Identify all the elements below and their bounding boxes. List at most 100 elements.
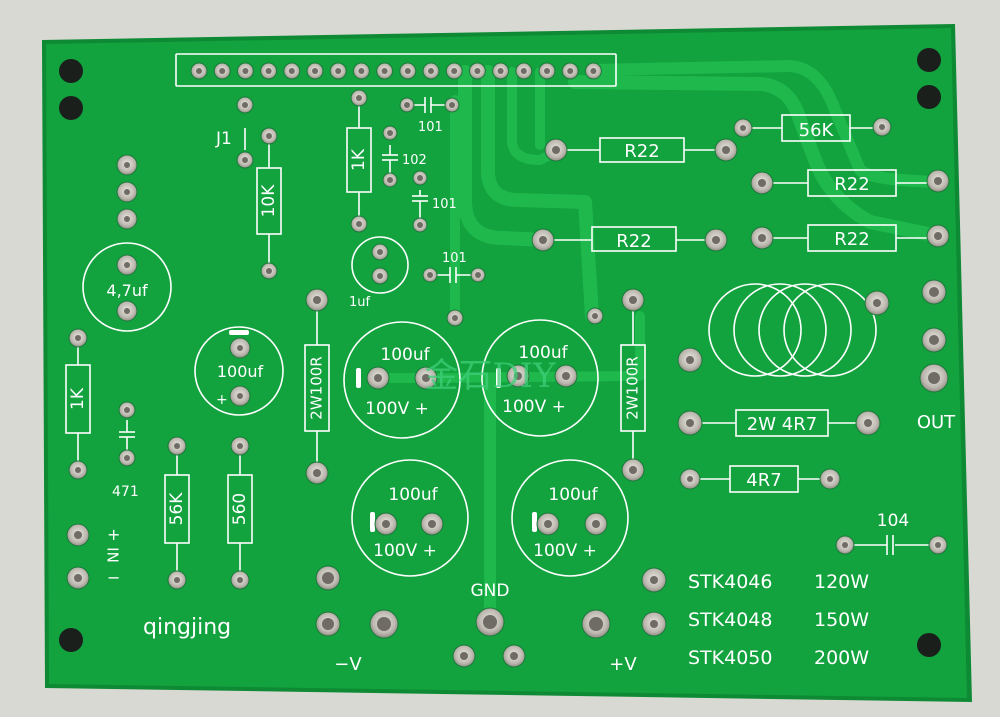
mount-hole xyxy=(917,48,941,72)
solder-pad xyxy=(581,609,611,639)
solder-pad xyxy=(452,644,476,668)
solder-pad xyxy=(584,62,602,80)
solder-pad xyxy=(229,337,251,359)
circuit-board xyxy=(42,24,972,702)
solder-pad xyxy=(928,535,948,555)
solder-pad xyxy=(586,307,604,325)
solder-pad xyxy=(538,62,556,80)
solder-pad xyxy=(621,288,645,312)
solder-pad xyxy=(422,62,440,80)
solder-pad xyxy=(236,151,254,169)
solder-pad xyxy=(66,523,90,547)
label-cap4-voltage: 100V + xyxy=(533,541,597,561)
silkscreen-labels: J1 10K 1K 102 101 101 101 1uf R22 R22 56… xyxy=(68,120,956,675)
label-pos-v: +V xyxy=(609,654,637,675)
mount-hole xyxy=(59,59,83,83)
solder-pad xyxy=(412,170,428,186)
solder-pad xyxy=(236,62,254,80)
model-power: 120W xyxy=(814,571,869,593)
label-r22-b: R22 xyxy=(616,231,651,252)
solder-pad xyxy=(445,62,463,80)
solder-pad xyxy=(229,385,251,407)
solder-pad xyxy=(835,535,855,555)
label-j1: J1 xyxy=(215,129,232,149)
solder-pad xyxy=(926,169,950,193)
model-name: STK4048 xyxy=(688,609,772,631)
polarity-stripes xyxy=(229,330,537,532)
label-4r7: 4R7 xyxy=(746,470,781,491)
solder-pad xyxy=(714,138,738,162)
solder-pad xyxy=(350,215,368,233)
label-cap2-voltage: 100V + xyxy=(502,397,566,417)
solder-pad xyxy=(116,181,138,203)
solder-pad xyxy=(412,217,428,233)
solder-pad xyxy=(116,154,138,176)
solder-pad xyxy=(230,570,250,590)
solder-pad xyxy=(116,300,138,322)
solder-pad xyxy=(352,62,370,80)
brand-label: qingjing xyxy=(143,615,231,640)
solder-pad xyxy=(118,449,136,467)
solder-pad xyxy=(733,118,753,138)
label-plus-small: + xyxy=(216,392,228,408)
label-56k-top: 56K xyxy=(799,120,835,141)
solder-pad xyxy=(374,512,398,536)
solder-pad xyxy=(544,138,568,162)
solder-pad xyxy=(190,62,208,80)
solder-pad xyxy=(167,436,187,456)
label-gnd: GND xyxy=(471,581,510,601)
solder-pad xyxy=(315,611,341,637)
mount-hole xyxy=(917,633,941,657)
solder-pad xyxy=(750,226,774,250)
label-2w100r-left: 2W100R xyxy=(308,356,326,419)
solder-pad xyxy=(750,171,774,195)
solder-pad xyxy=(926,224,950,248)
model-name: STK4046 xyxy=(688,571,772,593)
solder-pad xyxy=(679,468,701,490)
solder-pad xyxy=(446,309,464,327)
header-pins xyxy=(190,62,602,80)
solder-pad xyxy=(475,607,505,637)
label-2w100r-right: 2W100R xyxy=(624,356,642,419)
solder-pad xyxy=(305,461,329,485)
solder-pad xyxy=(66,566,90,590)
solder-pad xyxy=(536,512,560,536)
solder-pad xyxy=(68,460,88,480)
solder-pad xyxy=(621,458,645,482)
solder-pad xyxy=(68,328,88,348)
solder-pad xyxy=(369,609,399,639)
label-471: 471 xyxy=(112,484,139,500)
label-r22-d: R22 xyxy=(834,229,869,250)
label-1uf: 1uf xyxy=(349,295,371,310)
label-10k: 10K xyxy=(259,184,279,218)
label-104: 104 xyxy=(877,511,909,531)
solder-pad xyxy=(506,364,530,388)
solder-pad xyxy=(921,279,947,305)
solder-pad xyxy=(502,644,526,668)
solder-pad xyxy=(677,347,703,373)
solder-pad xyxy=(584,512,608,536)
solder-pad xyxy=(399,97,415,113)
mount-hole xyxy=(59,96,83,120)
solder-pad xyxy=(350,89,368,107)
label-cap1-voltage: 100V + xyxy=(365,399,429,419)
solder-pad xyxy=(306,62,324,80)
solder-pad xyxy=(864,290,890,316)
solder-pad xyxy=(921,327,947,353)
solder-pad xyxy=(444,97,460,113)
solder-pad xyxy=(213,62,231,80)
label-4-7uf: 4,7uf xyxy=(106,281,148,300)
label-101-a: 101 xyxy=(418,120,443,135)
label-101-c: 101 xyxy=(442,251,467,266)
solder-pad xyxy=(382,172,398,188)
solder-pad xyxy=(554,364,578,388)
label-2w4r7: 2W 4R7 xyxy=(747,414,817,435)
label-in-minus: − xyxy=(107,568,120,587)
label-r22-a: R22 xyxy=(624,141,659,162)
label-in-plus: + xyxy=(107,525,120,544)
solder-pad xyxy=(329,62,347,80)
solder-pad xyxy=(641,611,667,637)
model-name: STK4050 xyxy=(688,647,772,669)
solder-pad xyxy=(366,366,390,390)
